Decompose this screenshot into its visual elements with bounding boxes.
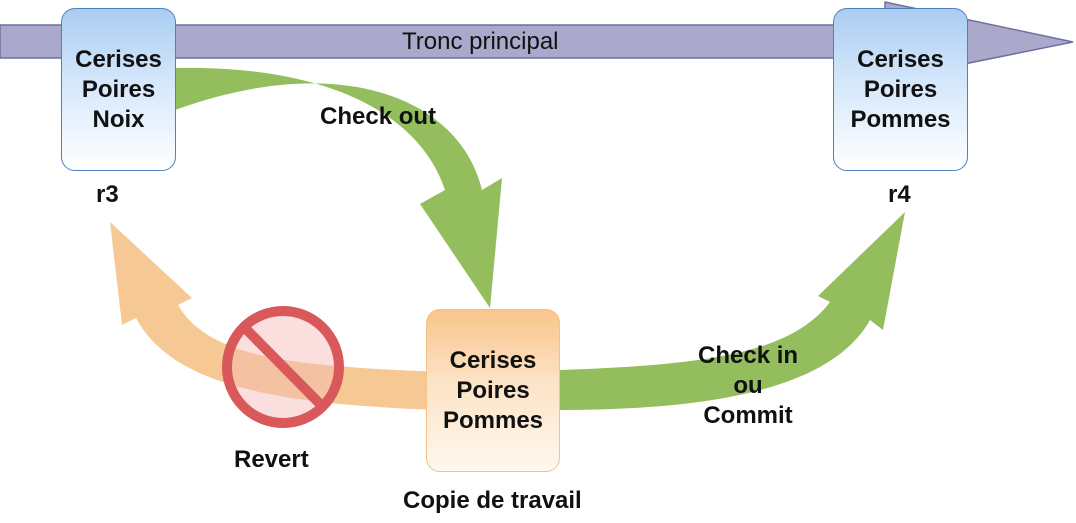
revision-r4-box: Cerises Poires Pommes xyxy=(833,8,968,171)
r3-line-2: Poires xyxy=(81,75,156,103)
checkin-line-1: Check in xyxy=(698,342,799,369)
revision-r3-caption: r3 xyxy=(96,181,119,208)
working-copy-box: Cerises Poires Pommes xyxy=(426,309,560,472)
revert-arrow xyxy=(110,222,440,410)
checkin-line-3: Commit xyxy=(703,402,793,429)
r4-line-3: Pommes xyxy=(850,105,951,133)
working-line-3: Pommes xyxy=(442,406,544,434)
r3-line-1: Cerises xyxy=(75,45,162,73)
working-line-2: Poires xyxy=(456,376,530,404)
r4-line-2: Poires xyxy=(863,75,938,103)
r4-line-1: Cerises xyxy=(857,45,944,73)
checkout-label: Check out xyxy=(320,103,437,130)
trunk-label: Tronc principal xyxy=(402,28,559,55)
working-copy-caption: Copie de travail xyxy=(403,487,582,514)
checkin-label: Check in ou Commit xyxy=(698,341,798,431)
working-line-1: Cerises xyxy=(449,346,537,374)
checkout-arrow xyxy=(175,67,502,308)
r3-line-3: Noix xyxy=(92,105,145,133)
revert-label: Revert xyxy=(234,446,309,473)
revision-r3-box: Cerises Poires Noix xyxy=(61,8,176,171)
checkin-arrow xyxy=(560,212,905,410)
revision-r4-caption: r4 xyxy=(888,181,911,208)
prohibited-icon xyxy=(222,306,344,428)
checkin-line-2: ou xyxy=(733,372,763,399)
